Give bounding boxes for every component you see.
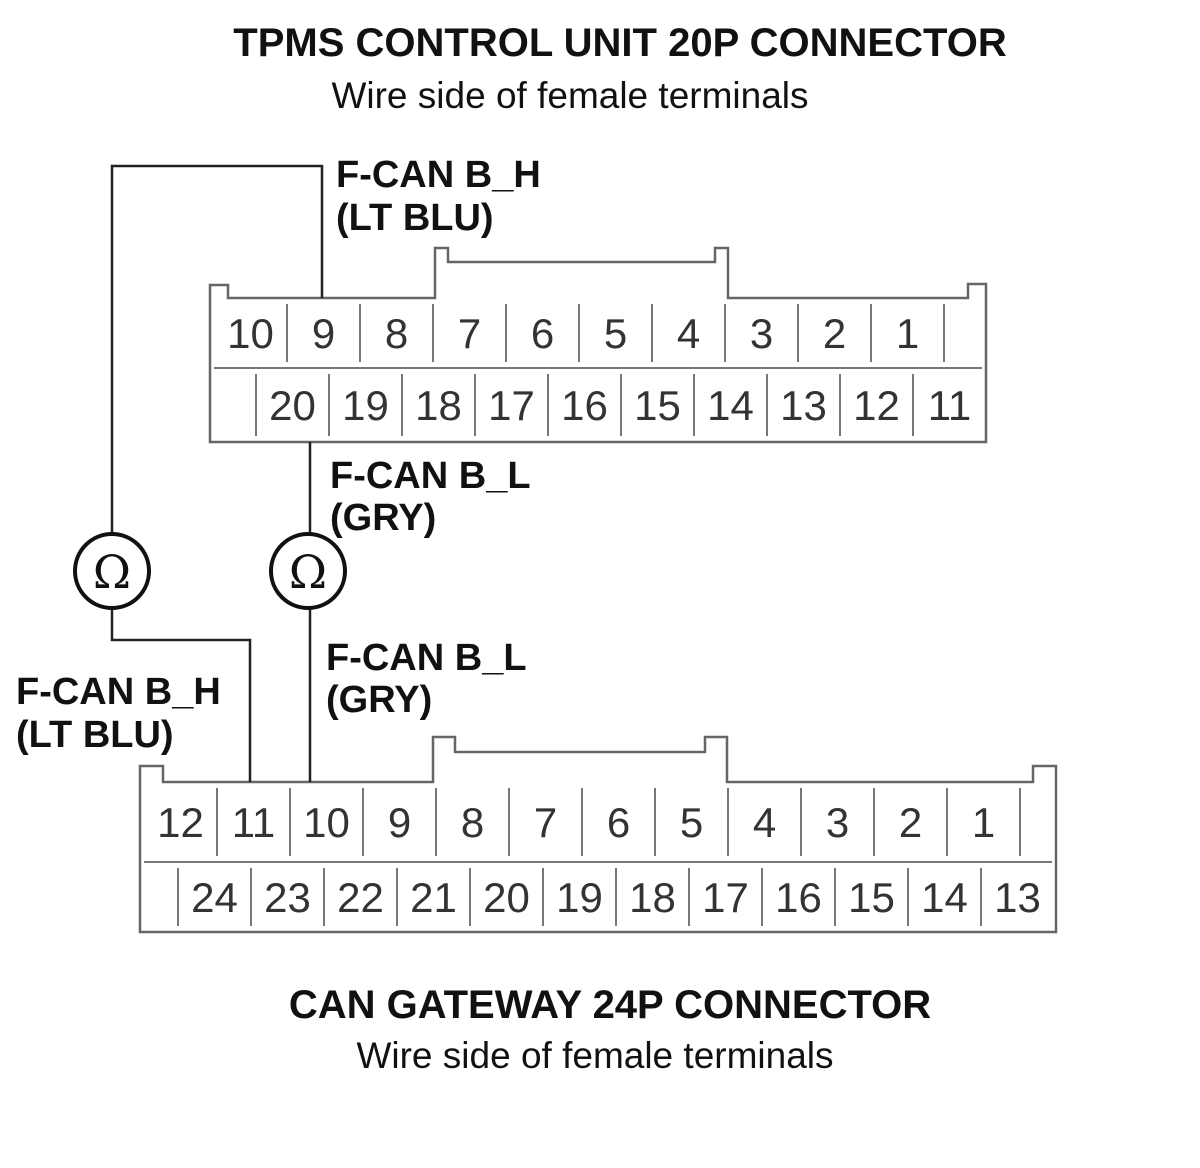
bottom-row2-pin-21: 21 [410, 874, 457, 921]
top-row1-pin-10: 10 [227, 310, 274, 357]
top-row1-pin-3: 3 [750, 310, 773, 357]
bottom-row1-pin-9: 9 [388, 799, 411, 846]
bottom-row1-pin-5: 5 [680, 799, 703, 846]
top-row2-pin-18: 18 [415, 382, 462, 429]
bottom-row2-pin-20: 20 [483, 874, 530, 921]
ohm-symbol-right: Ω [289, 545, 327, 599]
bottom-row1-pin-4: 4 [753, 799, 776, 846]
top-row1-pin-4: 4 [677, 310, 700, 357]
bottom-row1-pin-6: 6 [607, 799, 630, 846]
top-row2-pin-20: 20 [269, 382, 316, 429]
top-row1-pin-6: 6 [531, 310, 554, 357]
bottom-row1-pin-10: 10 [303, 799, 350, 846]
top-row1-pin-2: 2 [823, 310, 846, 357]
top-connector-title: TPMS CONTROL UNIT 20P CONNECTOR [233, 21, 1007, 65]
top-row1-pin-5: 5 [604, 310, 627, 357]
top-row2-pin-19: 19 [342, 382, 389, 429]
wires [110, 164, 324, 782]
bottom-connector-housing [138, 735, 1058, 934]
wire-fcan-bh-lower [110, 607, 252, 782]
label-top-bh-color: (LT BLU) [336, 197, 494, 239]
bottom-connector-title: CAN GATEWAY 24P CONNECTOR [289, 983, 931, 1027]
top-row2-pin-14: 14 [707, 382, 754, 429]
bottom-row2-pin-16: 16 [775, 874, 822, 921]
bottom-row2-pin-13: 13 [994, 874, 1041, 921]
bottom-row1-pin-11: 11 [232, 799, 276, 846]
top-row2-pin-13: 13 [780, 382, 827, 429]
top-row1-pin-1: 1 [896, 310, 919, 357]
top-connector-subtitle: Wire side of female terminals [331, 75, 808, 116]
top-row2-pin-15: 15 [634, 382, 681, 429]
top-row2-pin-12: 12 [853, 382, 900, 429]
bottom-row1-pin-2: 2 [899, 799, 922, 846]
ohm-symbol-left: Ω [93, 545, 131, 599]
label-top-bl-color: (GRY) [330, 497, 436, 539]
label-top-bh-name: F-CAN B_H [336, 154, 541, 196]
bottom-row1-pin-12: 12 [157, 799, 204, 846]
ohmmeter-icon: Ω [73, 532, 151, 610]
top-connector-housing [208, 246, 988, 444]
bottom-row2-pin-14: 14 [921, 874, 968, 921]
bottom-row2-pin-24: 24 [191, 874, 238, 921]
bottom-row2-pin-23: 23 [264, 874, 311, 921]
top-row1-pin-9: 9 [312, 310, 335, 357]
label-bot-bh-color: (LT BLU) [16, 714, 174, 756]
bottom-row2-pin-17: 17 [702, 874, 749, 921]
bottom-row2-pin-15: 15 [848, 874, 895, 921]
top-row1-pin-8: 8 [385, 310, 408, 357]
label-top-bl-name: F-CAN B_L [330, 455, 531, 497]
wire-fcan-bh [110, 164, 324, 535]
bottom-row1-pin-1: 1 [972, 799, 995, 846]
bottom-row1-pin-8: 8 [461, 799, 484, 846]
top-row2-pin-11: 11 [928, 382, 972, 429]
bottom-row2-pin-22: 22 [337, 874, 384, 921]
bottom-row2-pin-18: 18 [629, 874, 676, 921]
top-row1-pin-7: 7 [458, 310, 481, 357]
ohmmeter-icon: Ω [269, 532, 347, 610]
label-bot-bl-name: F-CAN B_L [326, 637, 527, 679]
bottom-row1-pin-3: 3 [826, 799, 849, 846]
top-row2-pin-16: 16 [561, 382, 608, 429]
label-bot-bh-name: F-CAN B_H [16, 671, 221, 713]
top-row2-pin-17: 17 [488, 382, 535, 429]
bottom-row2-pin-19: 19 [556, 874, 603, 921]
bottom-row1-pin-7: 7 [534, 799, 557, 846]
label-bot-bl-color: (GRY) [326, 679, 432, 721]
bottom-connector-subtitle: Wire side of female terminals [356, 1035, 833, 1076]
